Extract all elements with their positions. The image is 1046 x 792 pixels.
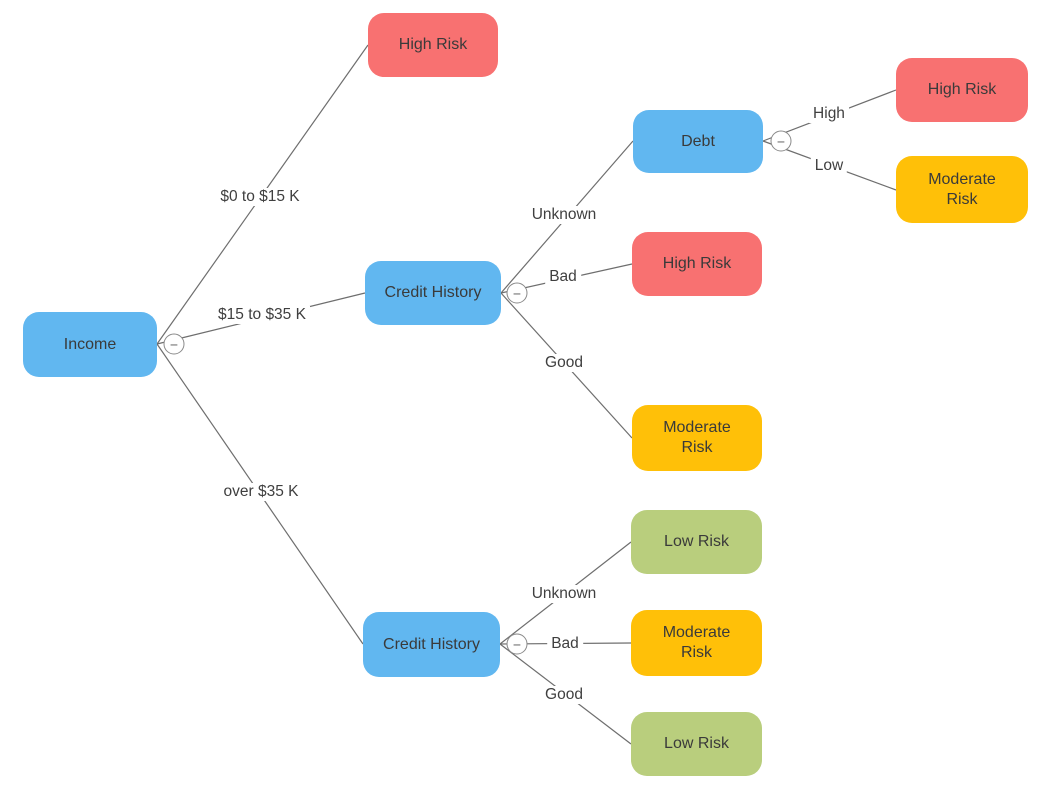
node-high-risk-3[interactable]: High Risk (632, 232, 762, 296)
edge-label-ch1-unknown: Unknown (527, 206, 601, 224)
node-moderate-risk-1[interactable]: Moderate Risk (896, 156, 1028, 223)
node-moderate-risk-3[interactable]: Moderate Risk (631, 610, 762, 676)
node-high-risk-2[interactable]: High Risk (896, 58, 1028, 122)
node-income[interactable]: Income (23, 312, 157, 377)
edge-label-ch1-good: Good (541, 354, 587, 372)
edge-label-ch2-unknown: Unknown (527, 585, 601, 603)
node-moderate-risk-2[interactable]: Moderate Risk (632, 405, 762, 471)
edge-label-income-over-35k: over $35 K (219, 483, 303, 501)
node-low-risk-1[interactable]: Low Risk (631, 510, 762, 574)
collapse-toggle-income-icon[interactable]: − (163, 333, 185, 355)
node-high-risk-1[interactable]: High Risk (368, 13, 498, 77)
node-credit-history-1[interactable]: Credit History (365, 261, 501, 325)
edge-label-ch2-good: Good (541, 686, 587, 704)
node-debt[interactable]: Debt (633, 110, 763, 173)
edge-label-income-15-35k: $15 to $35 K (214, 306, 310, 324)
node-credit-history-2[interactable]: Credit History (363, 612, 500, 677)
edge-label-debt-low: Low (810, 157, 848, 175)
edge-label-income-0-15k: $0 to $15 K (216, 188, 304, 206)
node-low-risk-2[interactable]: Low Risk (631, 712, 762, 776)
collapse-toggle-credit-history-2-icon[interactable]: − (506, 633, 528, 655)
collapse-toggle-debt-icon[interactable]: − (770, 130, 792, 152)
edge-label-ch1-bad: Bad (545, 268, 581, 286)
edge-label-debt-high: High (809, 105, 849, 123)
edge-label-ch2-bad: Bad (547, 635, 583, 653)
collapse-toggle-credit-history-1-icon[interactable]: − (506, 282, 528, 304)
